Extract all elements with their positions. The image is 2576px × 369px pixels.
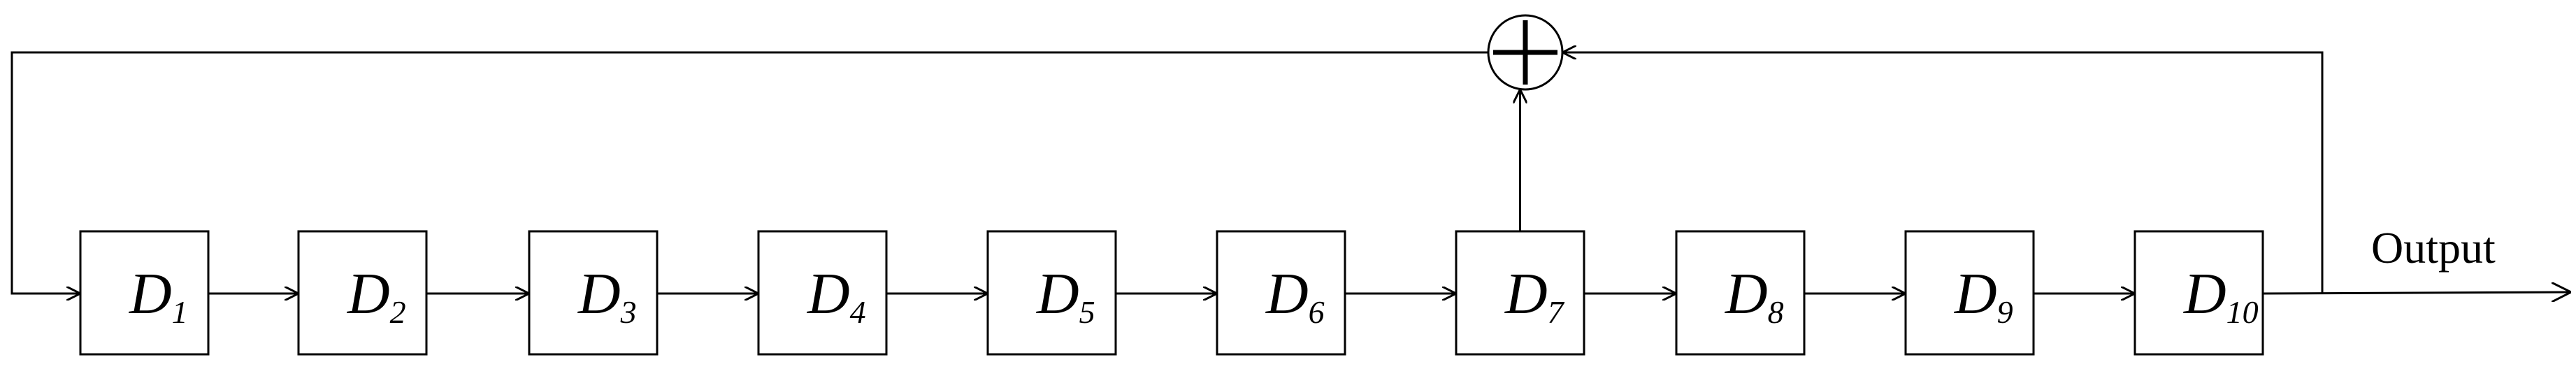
register-5: D5 bbox=[986, 230, 1117, 356]
register-10: D10 bbox=[2134, 230, 2264, 356]
xor-adder bbox=[1487, 14, 1564, 91]
register-box-9 bbox=[1904, 230, 2035, 356]
register-subscript-4: 4 bbox=[850, 294, 866, 330]
register-label-10: D10 bbox=[2183, 261, 2259, 330]
output-arrow bbox=[2262, 292, 2571, 294]
register-2: D2 bbox=[297, 230, 428, 356]
feedback-wire bbox=[10, 51, 1488, 294]
register-6: D6 bbox=[1216, 230, 1346, 356]
register-3: D3 bbox=[528, 230, 659, 356]
connection-wires bbox=[10, 51, 2571, 294]
register-subscript-9: 9 bbox=[1997, 294, 2013, 330]
register-4: D4 bbox=[757, 230, 888, 356]
register-subscript-6: 6 bbox=[1309, 294, 1325, 330]
register-subscript-1: 1 bbox=[172, 294, 188, 330]
shift-register-chain: D1 D2 D3 D4 D5 D6 D7 D8 D9 D10 bbox=[79, 230, 2264, 356]
register-box-4 bbox=[757, 230, 888, 356]
register-box-7 bbox=[1455, 230, 1585, 356]
register-subscript-8: 8 bbox=[1768, 294, 1784, 330]
register-subscript-7: 7 bbox=[1548, 294, 1565, 330]
register-box-6 bbox=[1216, 230, 1346, 356]
register-subscript-2: 2 bbox=[390, 294, 406, 330]
register-1: D1 bbox=[79, 230, 210, 356]
register-subscript-10: 10 bbox=[2226, 294, 2259, 330]
register-9: D9 bbox=[1904, 230, 2035, 356]
output-label: Output bbox=[2371, 223, 2496, 273]
tap-wire-d10 bbox=[1562, 52, 2324, 294]
register-subscript-3: 3 bbox=[620, 294, 637, 330]
register-box-1 bbox=[79, 230, 210, 356]
register-7: D7 bbox=[1455, 230, 1585, 356]
register-box-10 bbox=[2134, 230, 2264, 356]
register-subscript-5: 5 bbox=[1079, 294, 1095, 330]
register-box-8 bbox=[1675, 230, 1806, 356]
register-8: D8 bbox=[1675, 230, 1806, 356]
